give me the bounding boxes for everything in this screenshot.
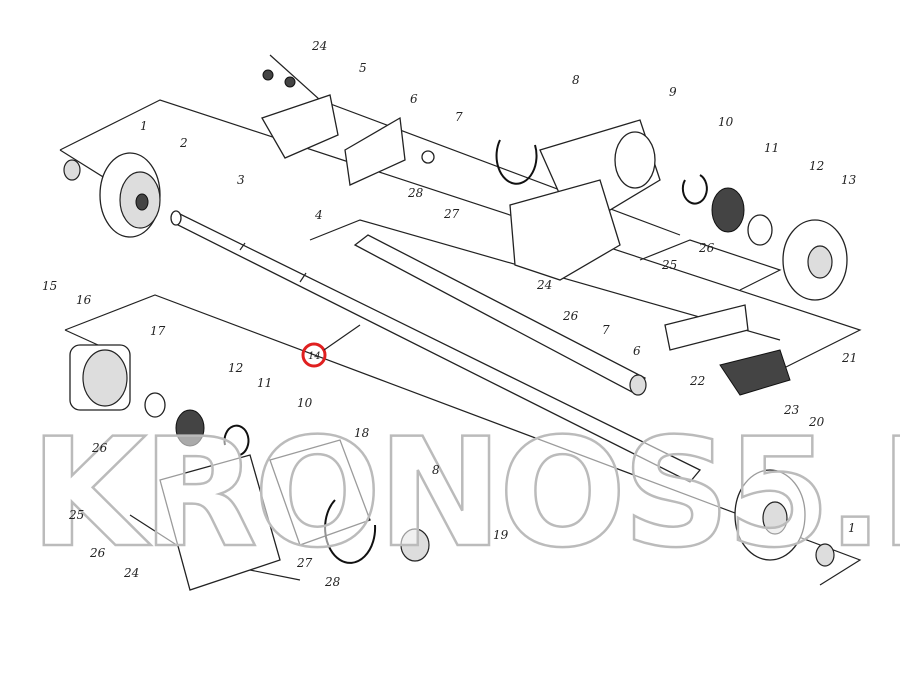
tube xyxy=(353,234,647,396)
part-label: 27 xyxy=(443,207,460,221)
flange-left xyxy=(69,344,250,456)
part-label: 6 xyxy=(410,92,418,106)
part-labels: 24 5 6 7 8 9 10 11 12 13 1 2 3 4 28 27 2… xyxy=(42,39,857,589)
bottom-parts xyxy=(159,439,430,591)
top-parts xyxy=(261,69,435,186)
part-label: 26 xyxy=(91,441,108,455)
watermark: KRONOS5.BY xyxy=(30,407,900,581)
part-label: 15 xyxy=(42,279,57,293)
part-label: 19 xyxy=(493,528,509,542)
part-label: 5 xyxy=(359,61,367,75)
part-label: 9 xyxy=(669,85,677,99)
right-parts xyxy=(495,119,848,567)
part-label: 11 xyxy=(257,376,272,390)
part-label: 12 xyxy=(228,361,243,375)
part-label: 7 xyxy=(602,323,610,337)
highlight-circle xyxy=(301,342,327,368)
part-label: 26 xyxy=(562,309,579,323)
part-label: 10 xyxy=(718,115,734,129)
part-label: 13 xyxy=(841,173,857,187)
part-label: 18 xyxy=(354,426,370,440)
part-label: 8 xyxy=(432,463,440,477)
part-label: 28 xyxy=(407,186,424,200)
part-label: 26 xyxy=(698,241,715,255)
pulley-left xyxy=(63,152,161,238)
frame-lines xyxy=(59,54,862,586)
part-label: 21 xyxy=(841,351,857,365)
part-label: 17 xyxy=(150,324,166,338)
part-label: 24 xyxy=(536,278,552,292)
part-label: 27 xyxy=(296,556,313,570)
part-label: 24 xyxy=(311,39,327,53)
part-label: 11 xyxy=(764,141,779,155)
part-label: 26 xyxy=(89,546,106,560)
part-label: 3 xyxy=(237,173,245,187)
part-label: 12 xyxy=(809,159,824,173)
part-label: 8 xyxy=(572,73,580,87)
part-label: 16 xyxy=(76,293,92,307)
part-label: 1 xyxy=(848,521,856,535)
part-label: 22 xyxy=(689,374,705,388)
part-label: 20 xyxy=(808,415,825,429)
shaft xyxy=(170,210,702,483)
highlighted-part-label[interactable]: 14 xyxy=(308,351,321,362)
part-label: 23 xyxy=(783,403,800,417)
part-label: 4 xyxy=(314,208,323,222)
part-label: 7 xyxy=(455,110,463,124)
part-label: 1 xyxy=(140,119,148,133)
part-label: 2 xyxy=(179,136,188,150)
part-label: 24 xyxy=(123,566,139,580)
part-label: 25 xyxy=(68,508,84,522)
part-label: 28 xyxy=(324,575,341,589)
part-label: 25 xyxy=(661,258,677,272)
part-label: 6 xyxy=(633,344,641,358)
part-label: 10 xyxy=(297,396,313,410)
